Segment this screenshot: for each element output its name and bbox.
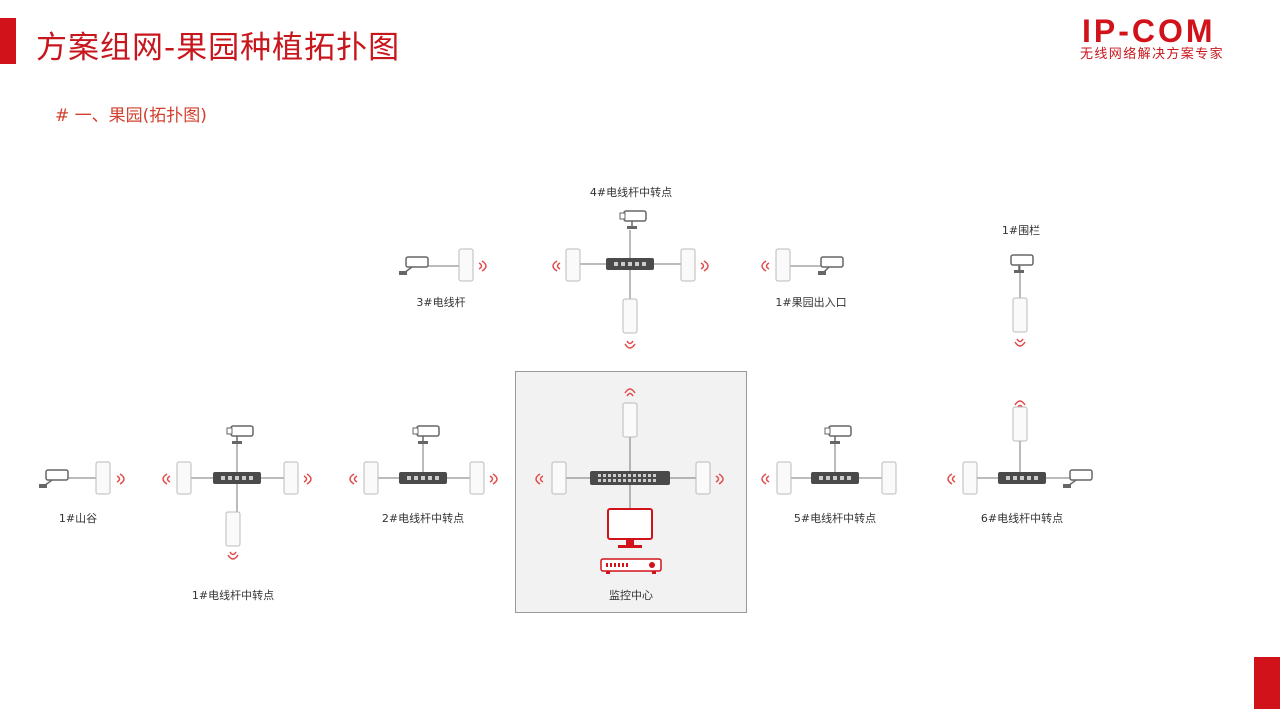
- label-pole6: 6#电线杆中转点: [980, 512, 1064, 525]
- title-accent-bar: [0, 18, 16, 64]
- wifi-signal-icon: [303, 473, 312, 485]
- access-point-icon: [176, 461, 192, 495]
- access-point-icon: [881, 461, 897, 495]
- wifi-signal-icon: [761, 473, 770, 485]
- brand-logo: IP-COM: [1082, 14, 1216, 48]
- wifi-signal-icon: [715, 473, 724, 485]
- camera-icon: [1063, 469, 1093, 488]
- brand-tagline: 无线网络解决方案专家: [1080, 47, 1225, 62]
- access-point-icon: [1012, 406, 1028, 442]
- switch-icon: [399, 472, 447, 484]
- wifi-signal-icon: [624, 340, 636, 349]
- monitor-icon: [607, 508, 653, 548]
- label-pole5: 5#电线杆中转点: [793, 512, 877, 525]
- label-fence: 1#围栏: [1001, 224, 1041, 237]
- camera-icon: [824, 425, 852, 444]
- access-point-icon: [695, 461, 711, 495]
- wifi-signal-icon: [947, 473, 956, 485]
- wifi-signal-icon: [624, 388, 636, 397]
- wifi-signal-icon: [227, 551, 239, 560]
- switch-icon: [811, 472, 859, 484]
- access-point-icon: [680, 248, 696, 282]
- wifi-signal-icon: [552, 260, 561, 272]
- wifi-signal-icon: [761, 260, 770, 272]
- camera-icon: [226, 425, 254, 444]
- switch-icon: [998, 472, 1046, 484]
- label-pole2: 2#电线杆中转点: [381, 512, 465, 525]
- camera-icon: [619, 210, 647, 229]
- access-point-icon: [283, 461, 299, 495]
- label-pole1: 1#电线杆中转点: [191, 589, 275, 602]
- wifi-signal-icon: [349, 473, 358, 485]
- access-point-icon: [458, 248, 474, 282]
- nvr-recorder-icon: [600, 558, 662, 574]
- label-monitoring-center: 监控中心: [609, 589, 653, 602]
- wifi-signal-icon: [478, 260, 487, 272]
- access-point-icon: [622, 402, 638, 438]
- corner-accent: [1254, 657, 1280, 709]
- page-title: 方案组网-果园种植拓扑图: [36, 30, 401, 66]
- label-valley: 1#山谷: [58, 512, 98, 525]
- camera-icon: [39, 469, 69, 488]
- wifi-signal-icon: [162, 473, 171, 485]
- switch-icon: [213, 472, 261, 484]
- access-point-icon: [565, 248, 581, 282]
- camera-icon: [412, 425, 440, 444]
- core-switch-icon: [590, 471, 670, 485]
- label-pole3: 3#电线杆: [416, 296, 466, 309]
- access-point-icon: [962, 461, 978, 495]
- access-point-icon: [622, 298, 638, 334]
- wifi-signal-icon: [116, 473, 125, 485]
- access-point-icon: [225, 511, 241, 547]
- access-point-icon: [363, 461, 379, 495]
- access-point-icon: [95, 461, 111, 495]
- wifi-signal-icon: [1014, 338, 1026, 347]
- camera-icon: [1010, 254, 1034, 273]
- access-point-icon: [469, 461, 485, 495]
- label-entrance: 1#果园出入口: [775, 296, 847, 309]
- wifi-signal-icon: [535, 473, 544, 485]
- wifi-signal-icon: [489, 473, 498, 485]
- section-heading: # 一、果园(拓扑图): [55, 106, 207, 126]
- access-point-icon: [775, 248, 791, 282]
- access-point-icon: [551, 461, 567, 495]
- access-point-icon: [776, 461, 792, 495]
- access-point-icon: [1012, 297, 1028, 333]
- wifi-signal-icon: [700, 260, 709, 272]
- brand-text: IP-COM: [1082, 14, 1216, 48]
- camera-icon: [818, 256, 844, 275]
- switch-icon: [606, 258, 654, 270]
- label-pole4: 4#电线杆中转点: [589, 186, 673, 199]
- camera-icon: [399, 256, 429, 275]
